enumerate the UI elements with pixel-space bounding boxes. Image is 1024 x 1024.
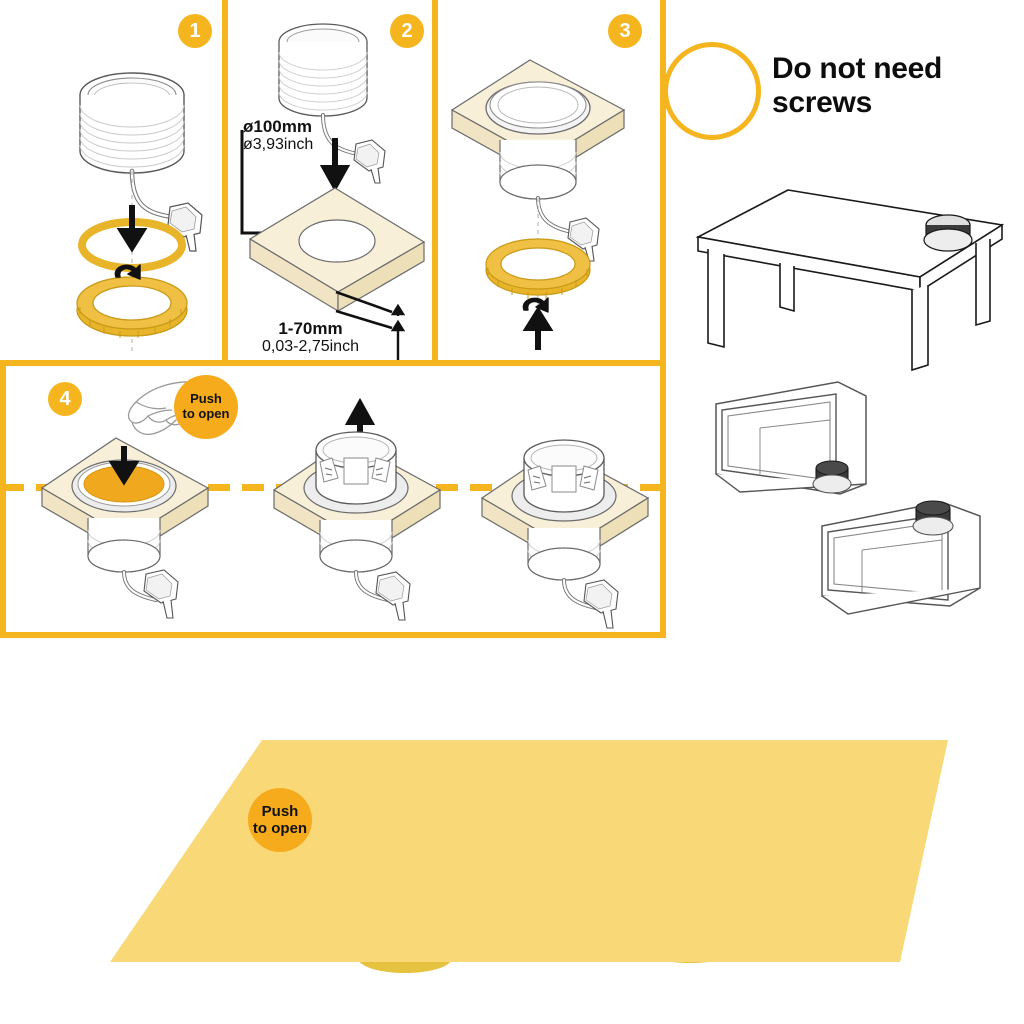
hero-push-line1: Push bbox=[261, 802, 299, 820]
step-badge-3: 3 bbox=[608, 14, 642, 48]
frame-right-edge-top bbox=[660, 0, 666, 366]
hole-diameter-dimension: ø100mm ø3,93inch bbox=[243, 117, 314, 154]
table-mount-illustration bbox=[695, 189, 1005, 372]
board-thickness-imperial: 0,03-2,75inch bbox=[262, 338, 359, 356]
frame-step4-bottom bbox=[0, 632, 666, 638]
hole-diameter-metric: ø100mm bbox=[243, 117, 312, 136]
step4-socket-open bbox=[480, 439, 650, 610]
hero-background-parallelogram bbox=[110, 740, 948, 962]
step-badge-4: 4 bbox=[48, 382, 82, 416]
hero-push-line2: to open bbox=[252, 820, 308, 837]
frame-step4-right bbox=[660, 360, 666, 638]
board-thickness-dimension: 1-70mm 0,03-2,75inch bbox=[262, 319, 359, 356]
push-badge-line2: to open bbox=[182, 406, 230, 421]
board-thickness-metric: 1-70mm bbox=[278, 319, 343, 338]
step4-plug-2 bbox=[375, 571, 411, 621]
cabinet-mount-lower-illustration bbox=[821, 500, 981, 615]
no-screws-text: Do not need screws bbox=[772, 52, 942, 119]
step4-socket-closed bbox=[40, 437, 210, 602]
step3-illustration bbox=[450, 59, 626, 350]
push-badge-line1: Push bbox=[190, 391, 222, 407]
hole-diameter-imperial: ø3,93inch bbox=[243, 136, 314, 154]
step-badge-1: 1 bbox=[178, 14, 212, 48]
step-badge-2: 2 bbox=[390, 14, 424, 48]
screw-callout-circle bbox=[663, 42, 761, 140]
cabinet-mount-upper-illustration bbox=[715, 381, 867, 495]
step4-plug-3 bbox=[583, 579, 619, 629]
step4-socket-opening bbox=[272, 397, 442, 602]
frame-row1-bottom bbox=[0, 360, 666, 366]
step1-illustration bbox=[76, 72, 203, 351]
no-screws-line2: screws bbox=[772, 85, 872, 119]
step4-plug-1 bbox=[143, 569, 179, 619]
frame-divider-2-3 bbox=[432, 0, 438, 366]
frame-step4-left bbox=[0, 360, 6, 638]
step2-illustration bbox=[240, 23, 426, 360]
no-screws-line1: Do not need bbox=[772, 52, 943, 85]
frame-divider-1-2 bbox=[222, 0, 228, 366]
hero-push-to-open-badge: Push to open bbox=[248, 788, 312, 852]
push-to-open-badge-step4: Push to open bbox=[174, 375, 238, 439]
